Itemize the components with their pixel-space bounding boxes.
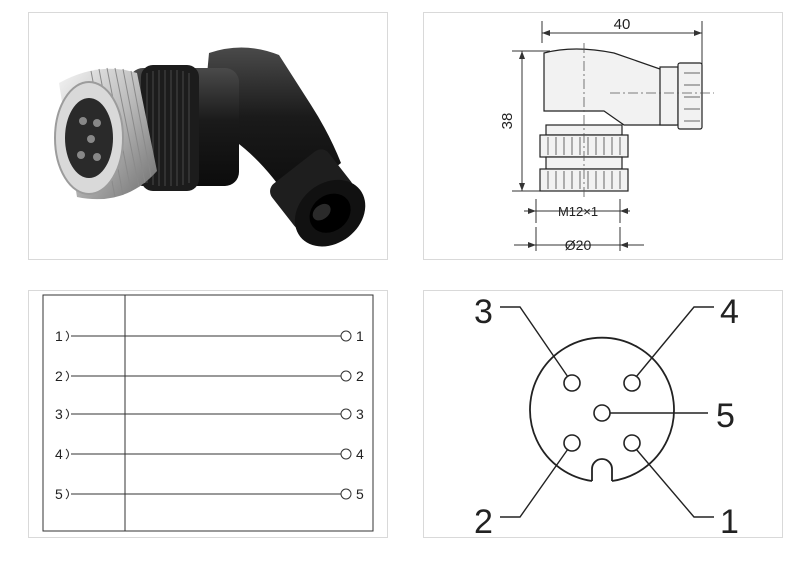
pin-layout-panel: 3 4 5 2 1 xyxy=(423,290,783,541)
pin-4 xyxy=(623,374,641,392)
left-terminal-label: 5 xyxy=(55,486,63,502)
pin-3-label: 3 xyxy=(474,293,493,331)
left-terminal-label: 2 xyxy=(55,368,63,384)
wire-row: 2 2 xyxy=(55,368,364,384)
left-terminal-label: 1 xyxy=(55,328,63,344)
pin-5 xyxy=(593,404,611,422)
left-terminal-label: 4 xyxy=(55,446,63,462)
width-dimension-label: 40 xyxy=(614,16,631,33)
dimension-drawing: 40 38 M12×1 Ø20 xyxy=(499,16,714,253)
pin-4-label: 4 xyxy=(720,293,739,331)
wire-row: 4 4 xyxy=(55,446,364,462)
pin-5-label: 5 xyxy=(716,397,735,435)
pin-1 xyxy=(623,434,641,452)
wire-row: 3 3 xyxy=(55,406,364,422)
product-photo-panel xyxy=(28,12,388,260)
wiring-diagram-panel: 1 1 2 2 3 3 4 4 5 xyxy=(28,290,388,538)
connector-photo xyxy=(54,47,366,247)
left-terminal-label: 3 xyxy=(55,406,63,422)
right-terminal-label: 3 xyxy=(356,406,364,422)
height-dimension-label: 38 xyxy=(499,113,516,130)
right-terminal-label: 4 xyxy=(356,446,364,462)
right-terminal-label: 5 xyxy=(356,486,364,502)
dimension-drawing-panel: 40 38 M12×1 Ø20 xyxy=(423,12,783,260)
wire-row: 5 5 xyxy=(55,486,364,502)
pin-2 xyxy=(563,434,581,452)
wire-row: 1 1 xyxy=(55,328,364,344)
pin-2-label: 2 xyxy=(474,503,493,541)
wiring-diagram: 1 1 2 2 3 3 4 4 5 xyxy=(42,294,374,532)
pin-3 xyxy=(563,374,581,392)
diameter-dimension-label: Ø20 xyxy=(565,237,592,253)
right-terminal-label: 2 xyxy=(356,368,364,384)
right-terminal-label: 1 xyxy=(356,328,364,344)
pin-layout-diagram: 3 4 5 2 1 xyxy=(474,293,739,541)
thread-dimension-label: M12×1 xyxy=(558,204,598,219)
pin-1-label: 1 xyxy=(720,503,739,541)
